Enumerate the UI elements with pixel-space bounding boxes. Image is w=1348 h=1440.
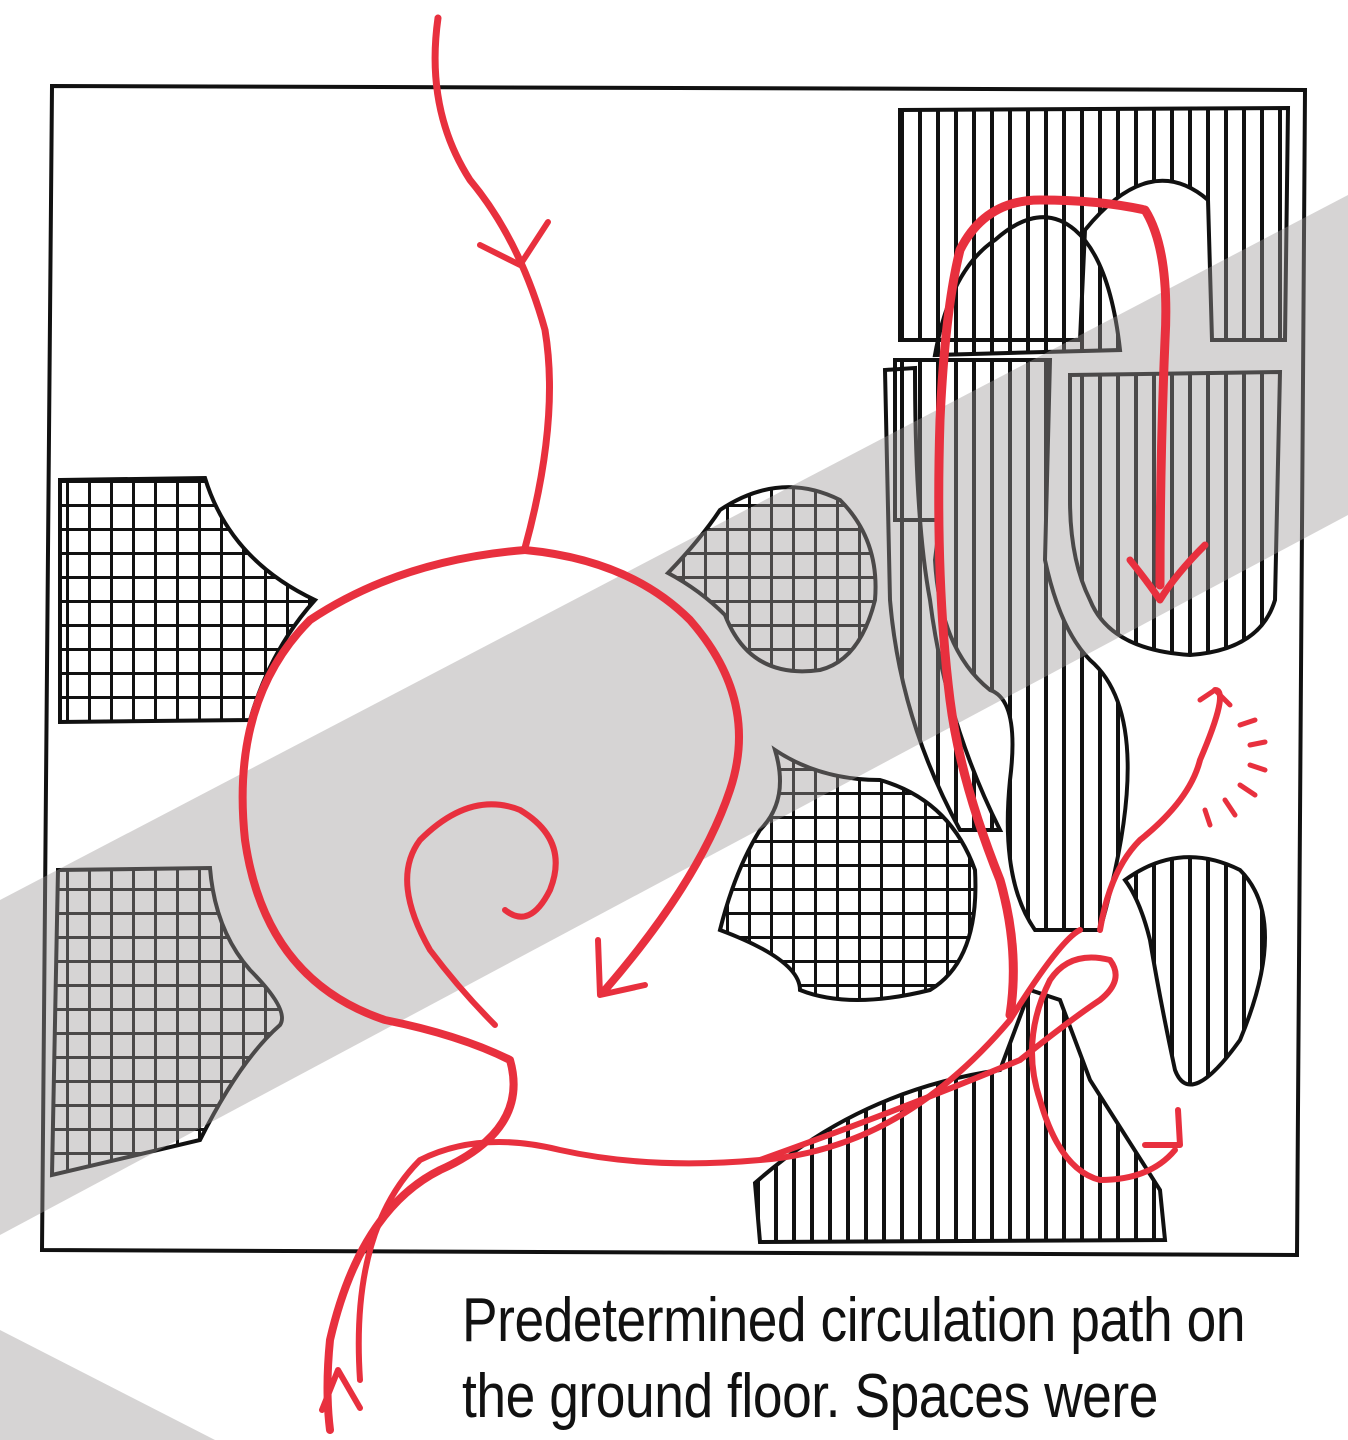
stair-ticks: [1200, 690, 1265, 825]
corner-band: [0, 1330, 215, 1440]
caption-line-2: the ground floor. Spaces were: [462, 1359, 1219, 1435]
line-space-lower-hook: [1125, 857, 1265, 1084]
circulation-entry-top: [435, 18, 549, 548]
line-space-bottom-block: [755, 990, 1165, 1242]
figure-caption: Predetermined circulation path on the gr…: [462, 1283, 1219, 1435]
grid-space-left-top: [60, 478, 315, 722]
s-curve-arrowhead: [1145, 1110, 1180, 1145]
caption-line-1: Predetermined circulation path on: [462, 1283, 1219, 1359]
